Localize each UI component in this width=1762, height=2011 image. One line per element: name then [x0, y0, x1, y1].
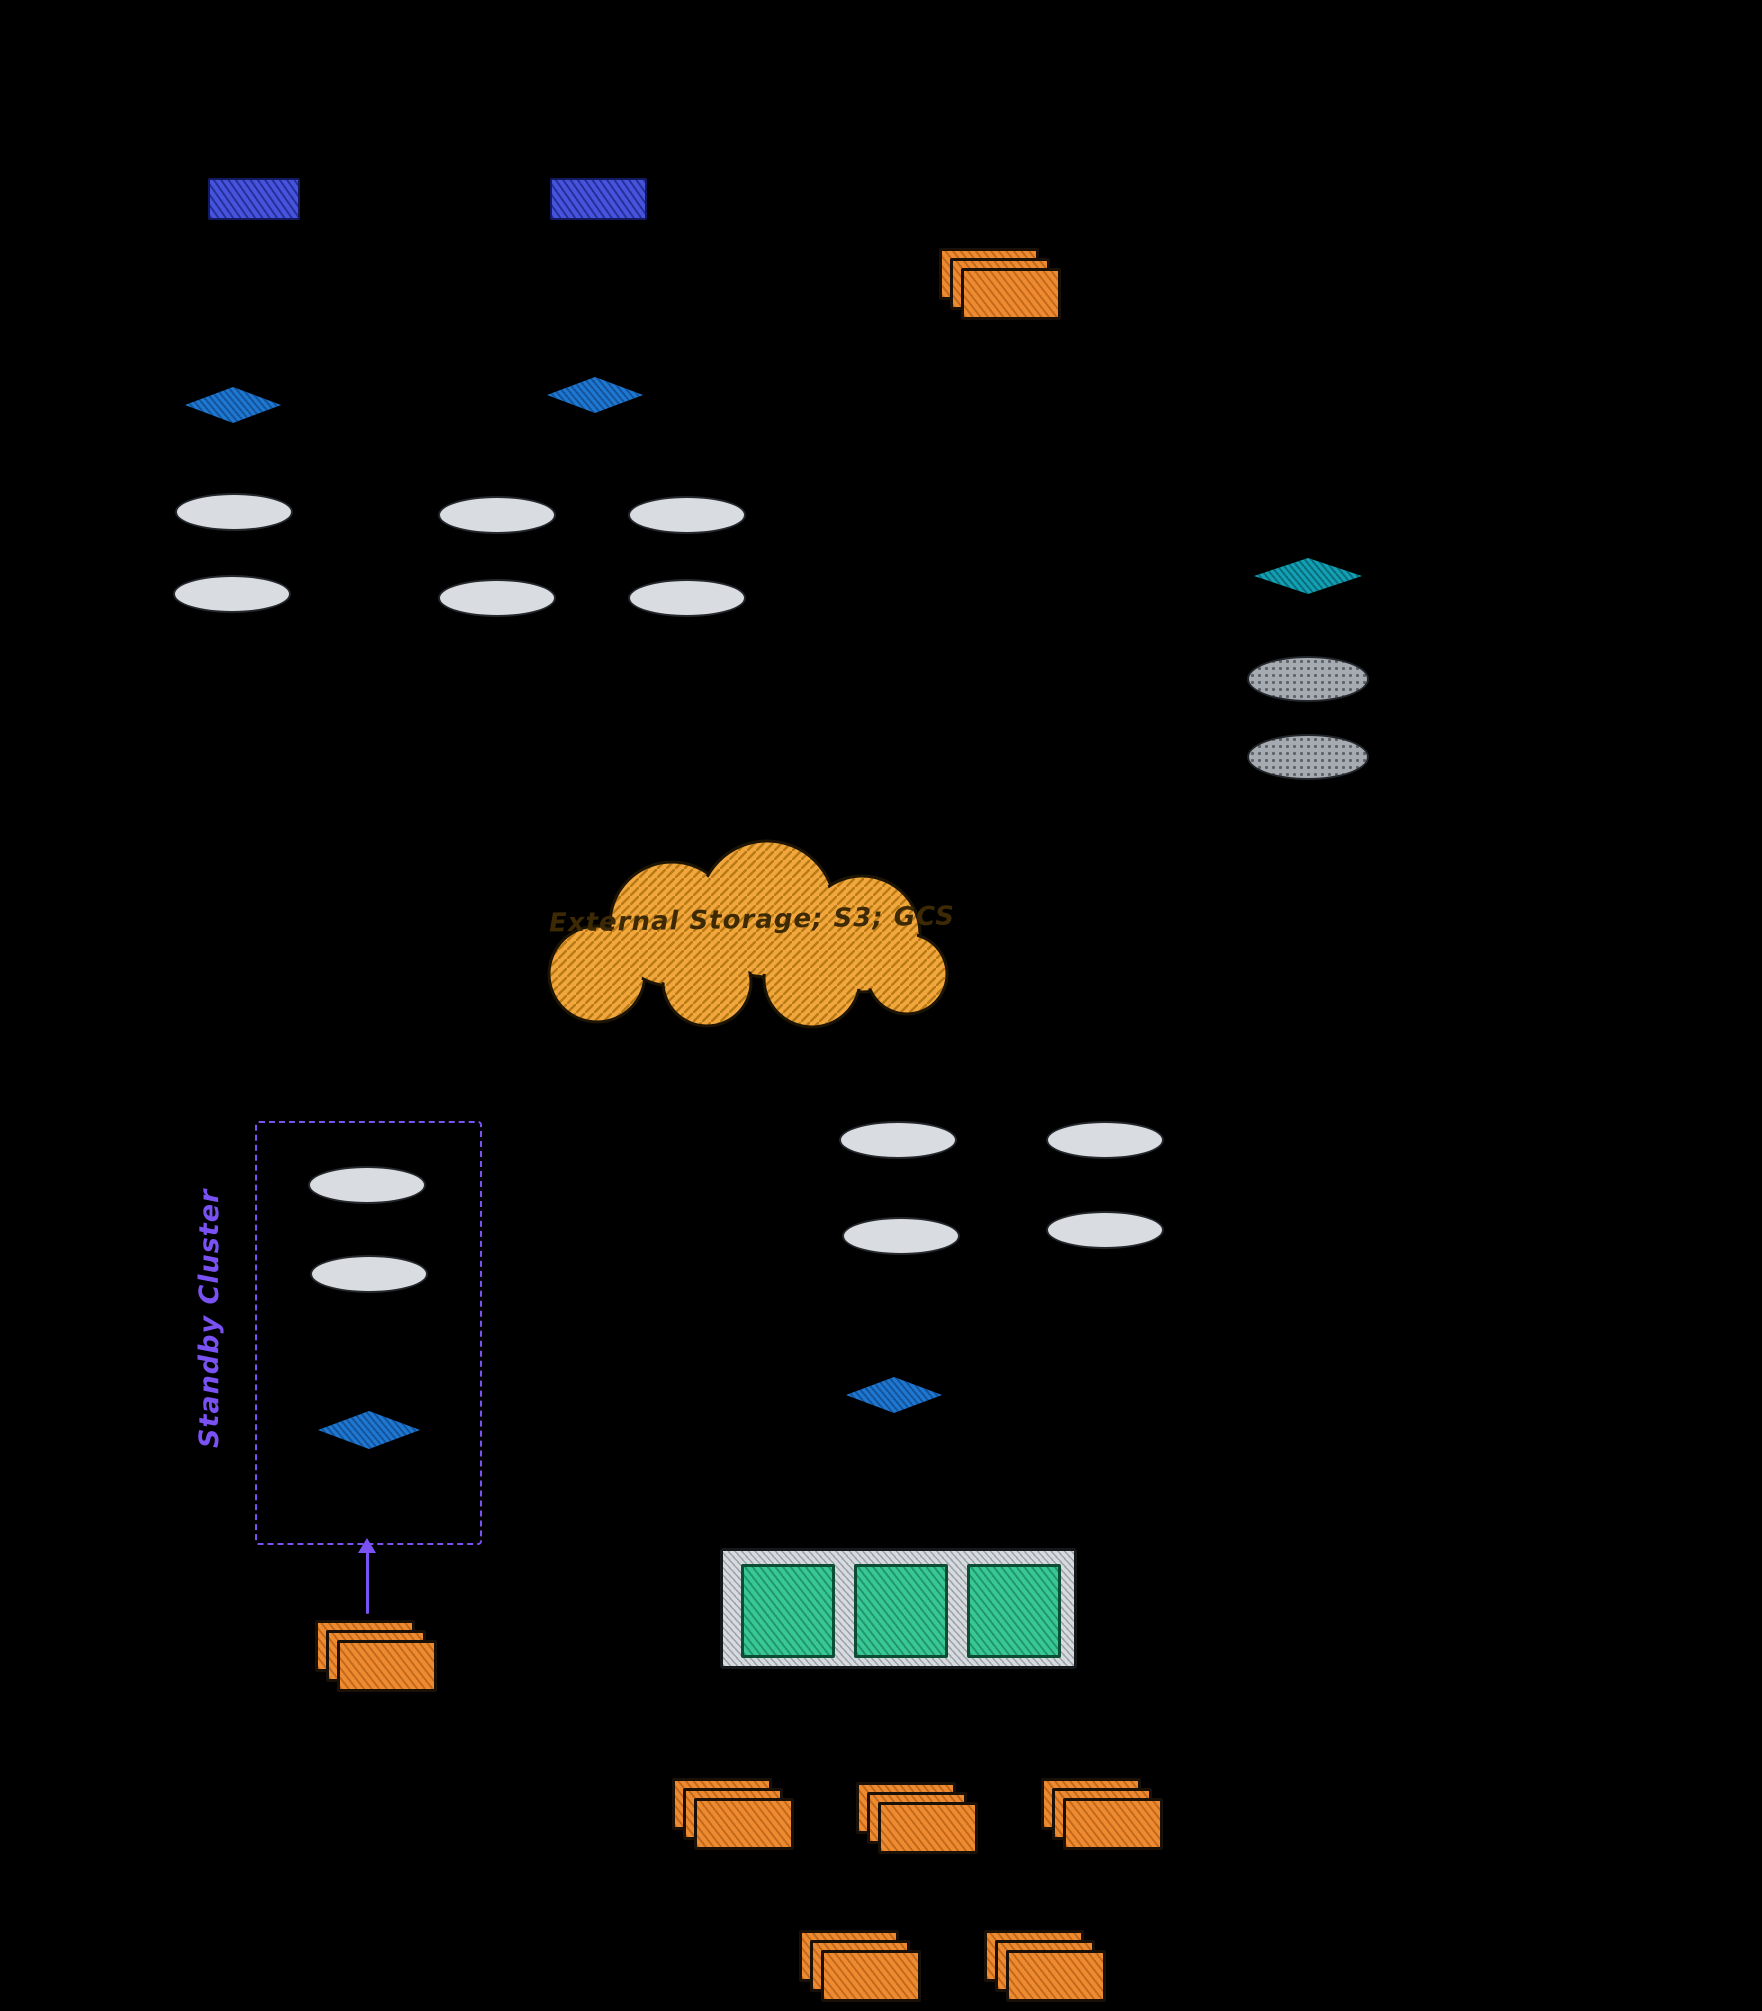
service-node	[550, 178, 647, 220]
documents-stack	[939, 248, 1061, 320]
node-ellipse-dotted	[1247, 734, 1369, 780]
node-ellipse	[628, 579, 746, 617]
arrow-up-icon	[358, 1538, 376, 1553]
router-diamond-teal	[1254, 558, 1362, 594]
node-ellipse	[173, 575, 291, 613]
documents-stack	[672, 1778, 794, 1850]
node-ellipse	[175, 493, 293, 531]
service-node	[208, 178, 300, 220]
node-ellipse	[310, 1255, 428, 1293]
router-diamond	[185, 387, 281, 423]
document-icon	[1006, 1950, 1106, 2002]
document-icon	[1063, 1798, 1163, 1850]
node-ellipse	[438, 496, 556, 534]
document-icon	[961, 268, 1061, 320]
documents-stack	[984, 1930, 1106, 2002]
document-icon	[694, 1798, 794, 1850]
cloud-shape	[547, 839, 949, 1029]
documents-stack	[856, 1782, 978, 1854]
documents-stack	[1041, 1778, 1163, 1850]
document-icon	[878, 1802, 978, 1854]
node-ellipse	[1046, 1211, 1164, 1249]
pod-group	[720, 1548, 1077, 1669]
node-ellipse	[628, 496, 746, 534]
arrow-up-line	[366, 1552, 369, 1614]
node-ellipse	[842, 1217, 960, 1255]
documents-stack	[799, 1930, 921, 2002]
node-ellipse-dotted	[1247, 656, 1369, 702]
standby-cluster-label: Standby Cluster	[194, 1188, 225, 1448]
pod-square	[967, 1564, 1061, 1658]
router-diamond	[846, 1377, 942, 1413]
node-ellipse	[438, 579, 556, 617]
document-icon	[337, 1640, 437, 1692]
pod-square	[854, 1564, 948, 1658]
router-diamond	[547, 377, 643, 413]
node-ellipse	[1046, 1121, 1164, 1159]
pod-square	[741, 1564, 835, 1658]
node-ellipse	[839, 1121, 957, 1159]
documents-stack	[315, 1620, 437, 1692]
document-icon	[821, 1950, 921, 2002]
node-ellipse	[308, 1166, 426, 1204]
